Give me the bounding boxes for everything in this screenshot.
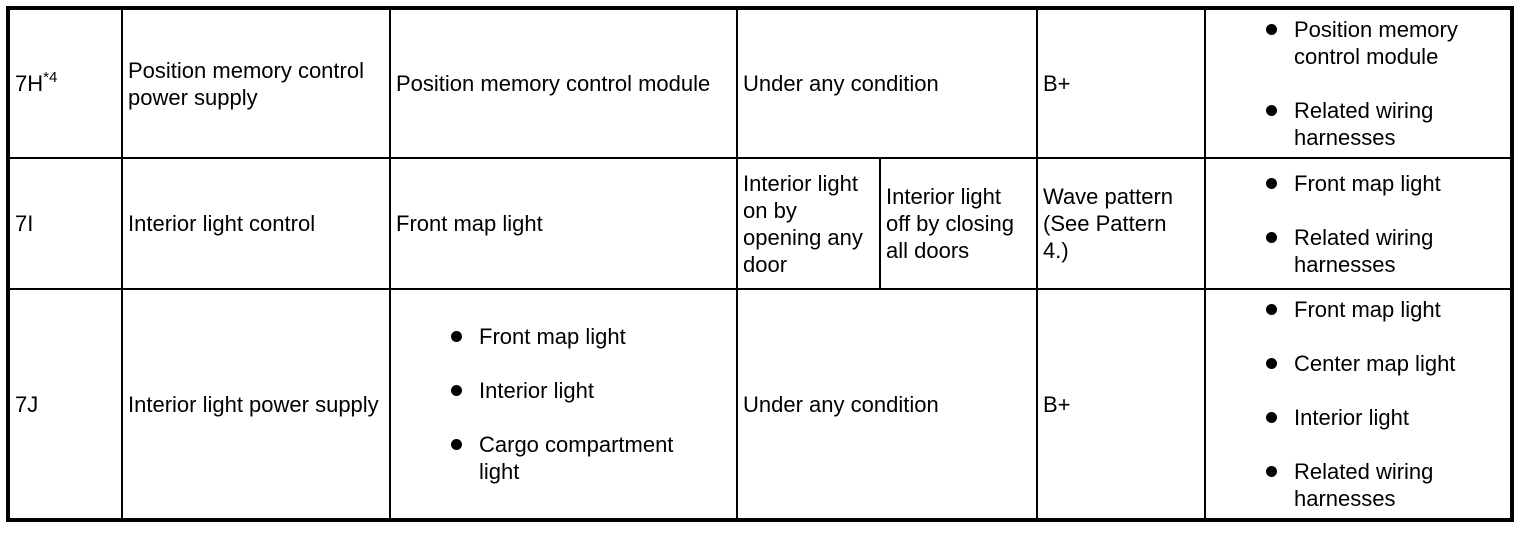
bullet-icon bbox=[1266, 105, 1277, 116]
bullet-item-label: Interior light bbox=[479, 378, 594, 403]
footnote-marker: *4 bbox=[43, 69, 58, 86]
bullet-icon bbox=[451, 331, 462, 342]
connected-cell: Position memory control module bbox=[389, 7, 738, 159]
bullet-item: Front map light bbox=[451, 323, 692, 350]
bullet-icon bbox=[451, 385, 462, 396]
bullet-item: Cargo compartment light bbox=[451, 431, 692, 485]
bullet-icon bbox=[1266, 466, 1277, 477]
bullet-item: Related wiring harnesses bbox=[1266, 224, 1494, 278]
bullet-item-label: Front map light bbox=[1294, 170, 1441, 196]
bullet-icon bbox=[1266, 24, 1277, 35]
bullet-item-label: Front map light bbox=[479, 324, 626, 349]
bullet-item-label: Center map light bbox=[1294, 351, 1456, 376]
value-cell: Wave pattern (See Pattern 4.) bbox=[1036, 157, 1206, 290]
system-cell: Position memory control power supply bbox=[121, 7, 391, 159]
connected-cell: Front map light bbox=[389, 157, 738, 290]
bullet-item: Front map light bbox=[1266, 296, 1494, 323]
bullet-item-label: Interior light bbox=[1294, 405, 1409, 430]
bullet-icon bbox=[1266, 412, 1277, 423]
bullet-icon bbox=[1266, 177, 1277, 189]
condition-on-cell: Interior light on by opening any door bbox=[736, 157, 881, 290]
terminal-spec-table: 7H*4 Position memory control power suppl… bbox=[6, 6, 1514, 522]
bullet-item: Interior light bbox=[451, 377, 692, 404]
bullet-item: Front map light bbox=[1266, 170, 1494, 197]
value-cell: B+ bbox=[1036, 7, 1206, 159]
terminal-cell: 7I bbox=[7, 157, 123, 290]
table-row: 7H*4 Position memory control power suppl… bbox=[7, 7, 1513, 159]
value-cell: B+ bbox=[1036, 288, 1206, 521]
bullet-icon bbox=[1266, 304, 1277, 315]
condition-cell: Under any condition bbox=[736, 7, 1038, 159]
bullet-item: Center map light bbox=[1266, 350, 1494, 377]
bullet-item-label: Position memory control module bbox=[1294, 17, 1458, 69]
system-cell: Interior light control bbox=[121, 157, 391, 290]
table-row: 7J Interior light power supply Front map… bbox=[7, 288, 1513, 521]
system-cell: Interior light power supply bbox=[121, 288, 391, 521]
terminal-cell: 7J bbox=[7, 288, 123, 521]
bullet-item: Related wiring harnesses bbox=[1266, 458, 1494, 512]
terminal-label: 7H bbox=[15, 71, 44, 96]
condition-off-cell: Interior light off by closing all doors bbox=[879, 157, 1038, 290]
bullet-item-label: Front map light bbox=[1294, 297, 1441, 322]
bullet-item-label: Related wiring harnesses bbox=[1294, 459, 1434, 511]
bullet-icon bbox=[1266, 231, 1277, 243]
bullet-icon bbox=[451, 439, 462, 450]
bullet-item-label: Related wiring harnesses bbox=[1294, 224, 1434, 277]
condition-cell: Under any condition bbox=[736, 288, 1038, 521]
bullet-item: Related wiring harnesses bbox=[1266, 97, 1494, 151]
bullet-item-label: Cargo compartment light bbox=[479, 432, 674, 484]
bullet-icon bbox=[1266, 358, 1277, 369]
terminal-cell: 7H*4 bbox=[7, 7, 123, 159]
bullet-item: Interior light bbox=[1266, 404, 1494, 431]
bullet-item: Position memory control module bbox=[1266, 16, 1494, 70]
table-row: 7I Interior light control Front map ligh… bbox=[7, 157, 1513, 290]
bullet-item-label: Related wiring harnesses bbox=[1294, 98, 1434, 150]
